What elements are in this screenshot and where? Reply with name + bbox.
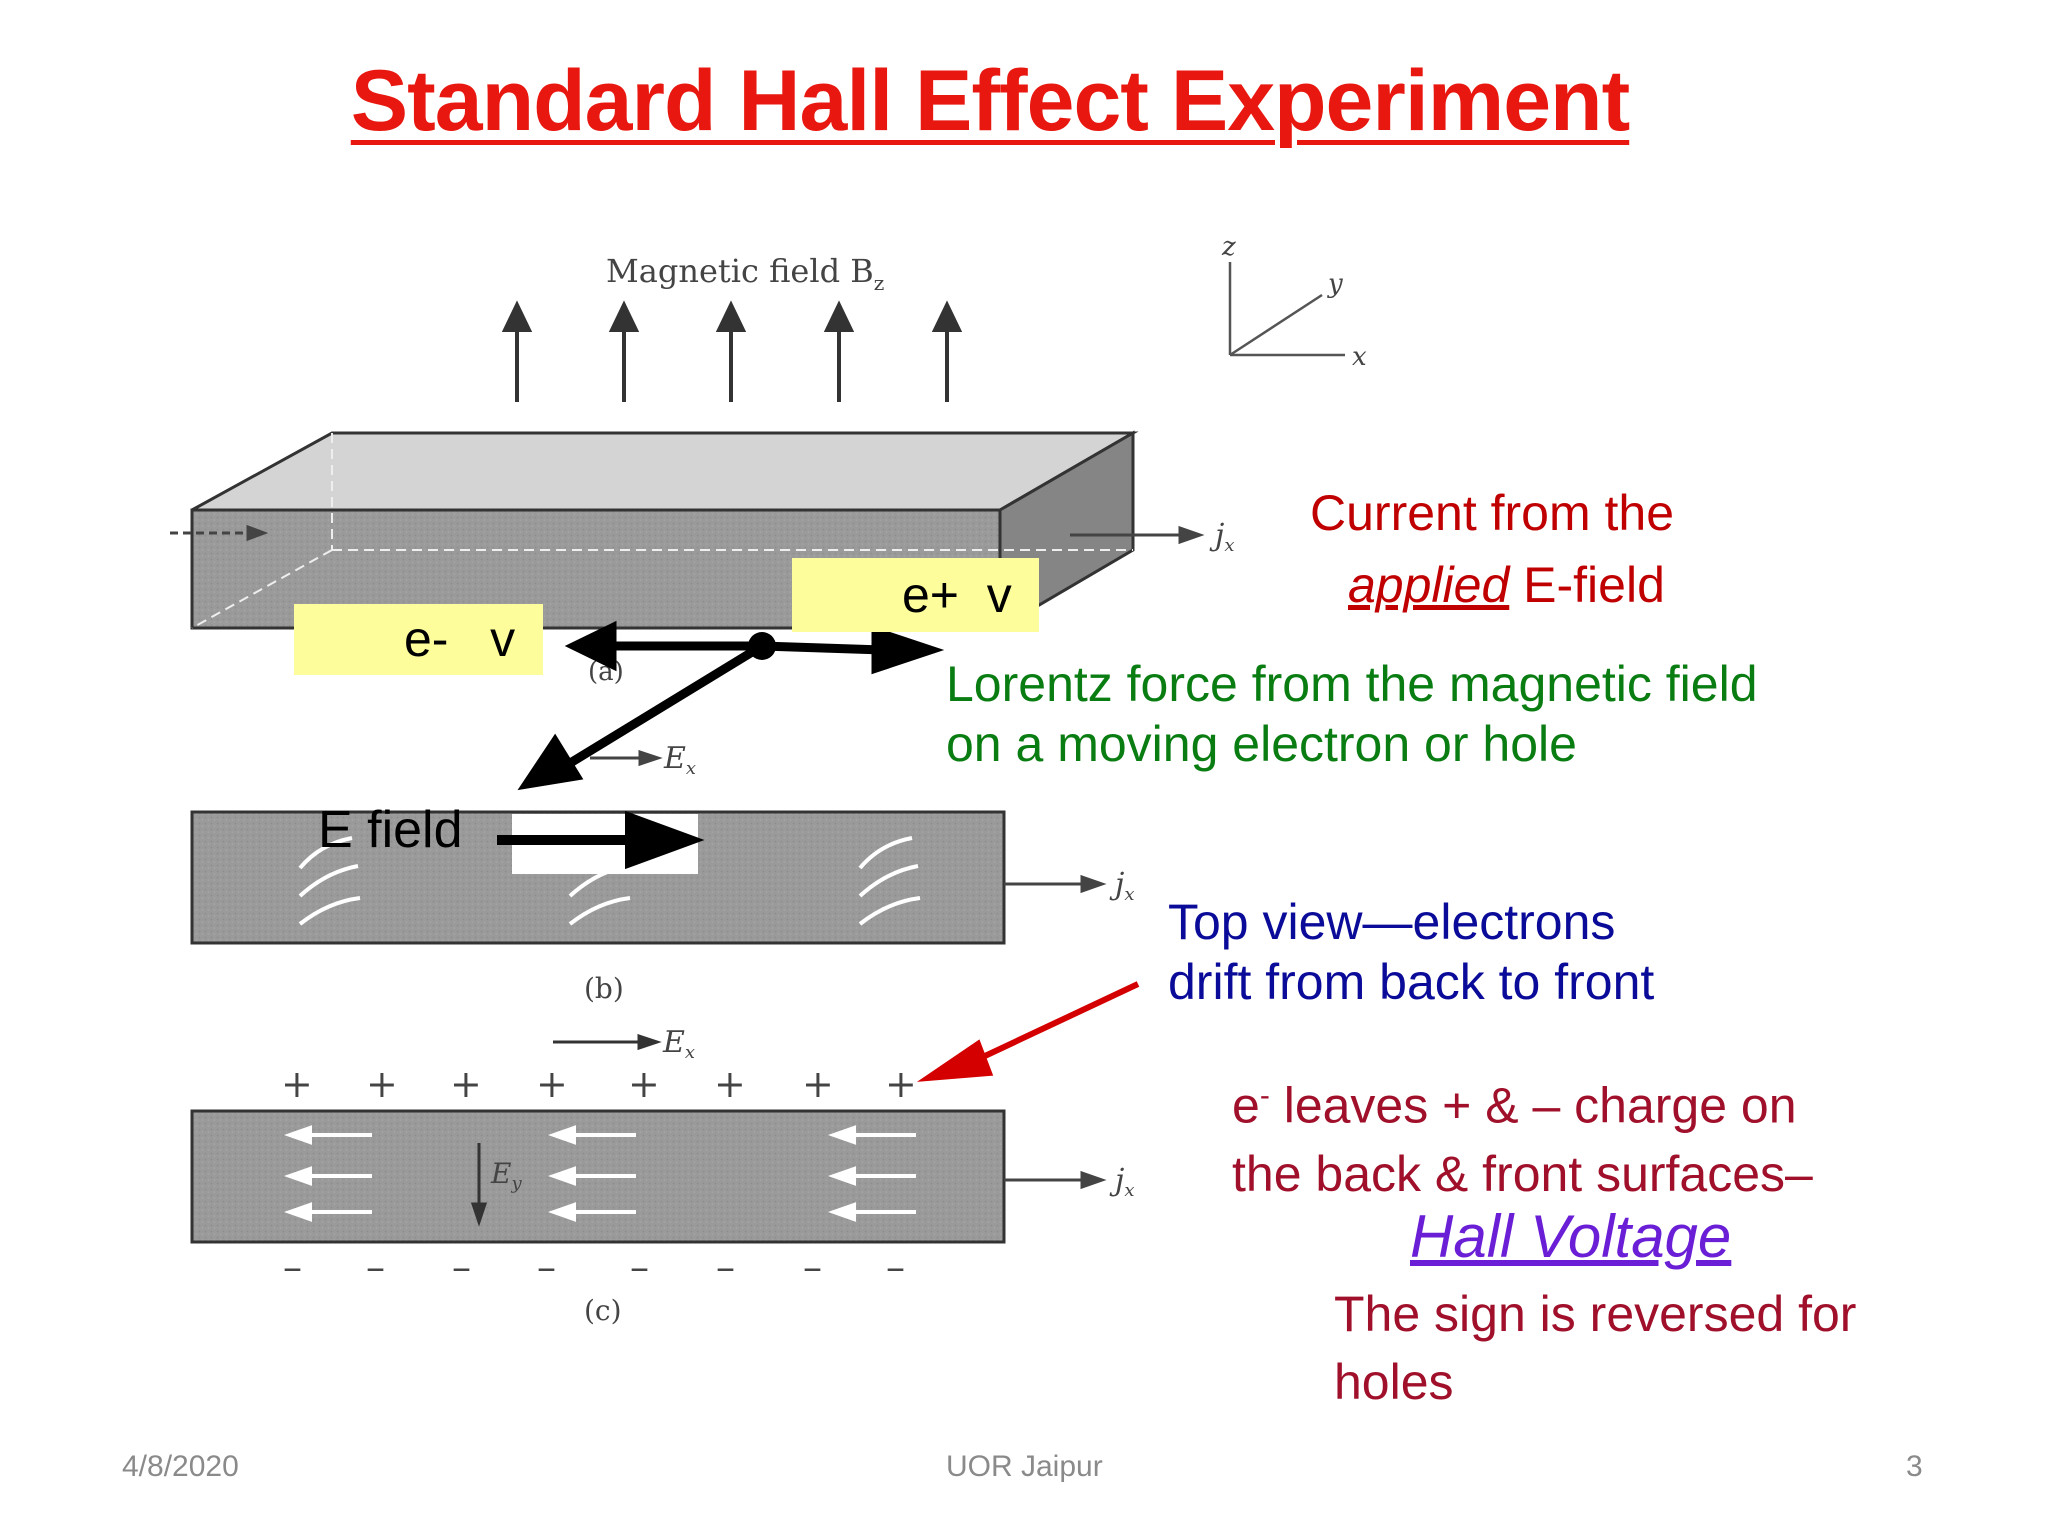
current-note-line2: applied E-field	[1310, 555, 1674, 615]
e-field-arrow	[497, 810, 705, 870]
current-note-line1: Current from the	[1310, 485, 1675, 541]
current-note: Current from the applied E-field	[1310, 483, 1674, 615]
ex-label-a: Ex	[663, 741, 696, 779]
e-field-label: E field	[318, 801, 463, 859]
jx-label-a: jx	[1209, 518, 1234, 556]
jx-label-c: jx	[1109, 1163, 1134, 1201]
axis-x-label: x	[1352, 342, 1367, 372]
sign-note: The sign is reversed for holes	[1334, 1280, 1856, 1416]
top-view-note: Top view—electrons drift from back to fr…	[1168, 892, 1654, 1012]
top-view-note-line1: Top view—electrons	[1168, 894, 1616, 950]
lorentz-note-line1: Lorentz force from the magnetic field	[946, 656, 1758, 712]
charge-note-line2: the back & front surfaces–	[1232, 1145, 1813, 1202]
applied-emphasis: applied	[1348, 557, 1510, 613]
ex-arrow-a	[590, 749, 663, 767]
coordinate-axes-icon	[1228, 262, 1345, 357]
sign-note-line2: holes	[1334, 1354, 1454, 1410]
ey-arrow	[470, 1143, 488, 1227]
current-arrow-jx-c	[1004, 1170, 1107, 1190]
straight-drift-arrows	[283, 1125, 916, 1222]
negative-charges: – – – – – – – –	[283, 1245, 905, 1289]
minus-sign: –	[630, 1245, 649, 1289]
slide-title: Standard Hall Effect Experiment	[350, 53, 1630, 149]
positive-charges: + + + + + + + +	[281, 1062, 917, 1106]
magnetic-field-label: Magnetic field Bz	[606, 252, 884, 295]
plus-sign: +	[450, 1062, 482, 1106]
footer-page-number: 3	[1906, 1450, 1923, 1483]
footer-date: 4/8/2020	[122, 1450, 239, 1483]
minus-sign: –	[366, 1245, 385, 1289]
current-note-rest: E-field	[1509, 557, 1665, 613]
minus-sign: –	[716, 1245, 735, 1289]
current-arrow-jx-b	[1004, 874, 1107, 894]
hall-voltage-link[interactable]: Hall Voltage	[1410, 1203, 1732, 1270]
ex-arrow-c	[553, 1033, 662, 1051]
plus-sign: +	[802, 1062, 834, 1106]
minus-sign: –	[803, 1245, 822, 1289]
sign-note-line1: The sign is reversed for	[1334, 1286, 1857, 1342]
red-pointer-arrow	[916, 981, 1140, 1082]
ey-label: Ey	[490, 1157, 522, 1194]
plus-sign: +	[281, 1062, 313, 1106]
axis-y-label: y	[1327, 269, 1343, 299]
panel-c-label: (c)	[584, 1294, 622, 1327]
charge-note-line1: e- leaves + & – charge on	[1232, 1077, 1797, 1134]
lorentz-note-line2: on a moving electron or hole	[946, 716, 1577, 772]
jx-label-b: jx	[1109, 867, 1134, 905]
lorentz-note: Lorentz force from the magnetic field on…	[946, 654, 1758, 774]
lorentz-force-arrows	[517, 620, 945, 791]
panel-b-label: (b)	[584, 972, 624, 1005]
minus-sign: –	[537, 1245, 556, 1289]
footer-center: UOR Jaipur	[946, 1450, 1103, 1483]
plus-sign: +	[628, 1062, 660, 1106]
charge-note: e- leaves + & – charge on the back & fro…	[1232, 1062, 1813, 1208]
ex-label-c: Ex	[662, 1025, 695, 1063]
plus-sign: +	[366, 1062, 398, 1106]
minus-sign: –	[452, 1245, 471, 1289]
top-view-note-line2: drift from back to front	[1168, 954, 1655, 1010]
minus-sign: –	[283, 1245, 302, 1289]
hole-velocity-label: e+ v	[792, 558, 1039, 632]
plus-sign: +	[536, 1062, 568, 1106]
plus-sign: +	[714, 1062, 746, 1106]
magnetic-field-arrows	[501, 300, 963, 402]
current-arrow-left-dashed	[170, 524, 269, 542]
plus-sign: +	[885, 1062, 917, 1106]
axis-z-label: z	[1221, 232, 1236, 262]
minus-sign: –	[886, 1245, 905, 1289]
electron-velocity-label: e- v	[294, 604, 543, 675]
current-arrow-jx-a	[1070, 525, 1205, 545]
